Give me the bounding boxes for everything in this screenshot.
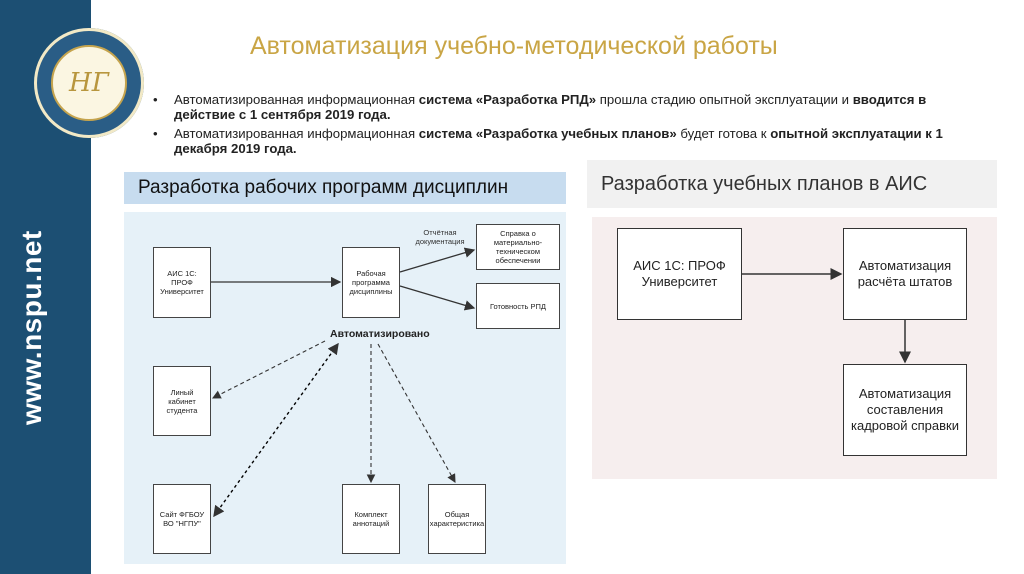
bullet-text: Автоматизированная информационная — [174, 92, 419, 107]
box-rpd-ready: Готовность РПД — [476, 283, 560, 329]
arrow-to-cabinet — [212, 340, 326, 399]
slide-title: Автоматизация учебно-методической работы — [250, 32, 778, 60]
arrow-site-bidirectional — [213, 342, 339, 518]
label-automated: Автоматизировано — [330, 328, 430, 340]
bullet-bold: вводится в действие с 1 сентября 2019 го… — [174, 92, 927, 122]
university-logo: НГ — [34, 28, 144, 138]
arrow-program-to-spravka — [399, 247, 476, 273]
bullet-bold: система «Разработка учебных планов» — [418, 126, 677, 141]
arrow-to-characteristic — [377, 343, 456, 483]
box-spravka: Справка о материально-техническом обеспе… — [476, 224, 560, 270]
box-university-site: Сайт ФГБОУ ВО "НГПУ" — [153, 484, 211, 554]
bullet-text: будет готова к — [676, 126, 771, 141]
left-panel-heading: Разработка рабочих программ дисциплин — [124, 172, 566, 204]
bullet-item: Автоматизированная информационная систем… — [150, 126, 950, 156]
arrow-program-to-ready — [399, 285, 476, 311]
bullet-bold: система «Разработка РПД» — [418, 92, 597, 107]
bullet-text: прошла стадию опытной эксплуатации и — [596, 92, 853, 107]
label-report-docs: Отчётная документация — [415, 228, 465, 246]
bullet-text: Автоматизированная информационная — [174, 126, 419, 141]
box-ais-prof-right: АИС 1С: ПРОФ Университет — [617, 228, 742, 320]
box-staff-calc: Автоматизация расчёта штатов — [843, 228, 967, 320]
bullet-bold: опытной эксплуатации к 1 декабря 2019 го… — [174, 126, 943, 156]
box-work-program: Рабочая программа дисциплины — [342, 247, 400, 318]
box-personnel-report: Автоматизация составления кадровой справ… — [843, 364, 967, 456]
box-student-cabinet: Линый кабинет студента — [153, 366, 211, 436]
box-annotations: Комплект аннотаций — [342, 484, 400, 554]
bullet-list: Автоматизированная информационная систем… — [150, 92, 950, 160]
box-general-characteristic: Общая характеристика — [428, 484, 486, 554]
box-ais-prof: АИС 1С: ПРОФ Университет — [153, 247, 211, 318]
right-panel-heading: Разработка учебных планов в АИС — [587, 160, 997, 208]
logo-monogram: НГ — [51, 45, 127, 121]
bullet-item: Автоматизированная информационная систем… — [150, 92, 950, 122]
